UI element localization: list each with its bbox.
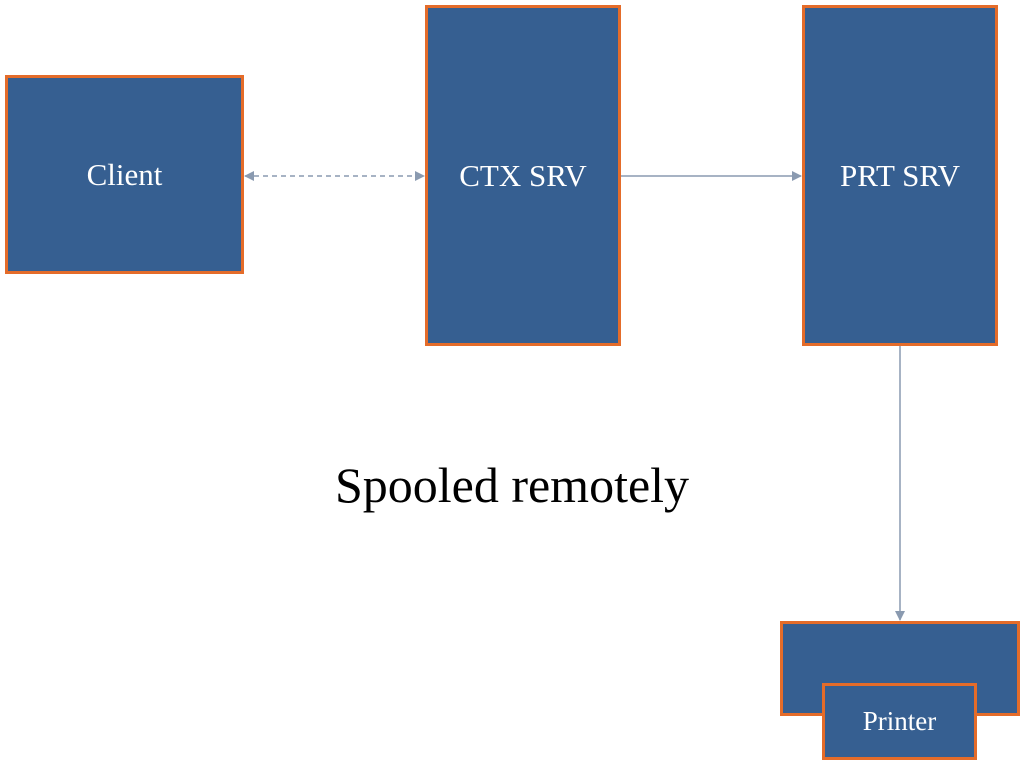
diagram-caption: Spooled remotely [334,457,690,513]
prt-server-node: PRT SRV [802,5,998,346]
ctx-server-label: CTX SRV [459,158,587,193]
printer-label: Printer [862,706,937,736]
ctx-server-node: CTX SRV [425,5,621,346]
printer-node: Printer [822,683,977,760]
client-label: Client [86,157,163,192]
client-node: Client [5,75,244,274]
prt-server-label: PRT SRV [839,158,960,193]
